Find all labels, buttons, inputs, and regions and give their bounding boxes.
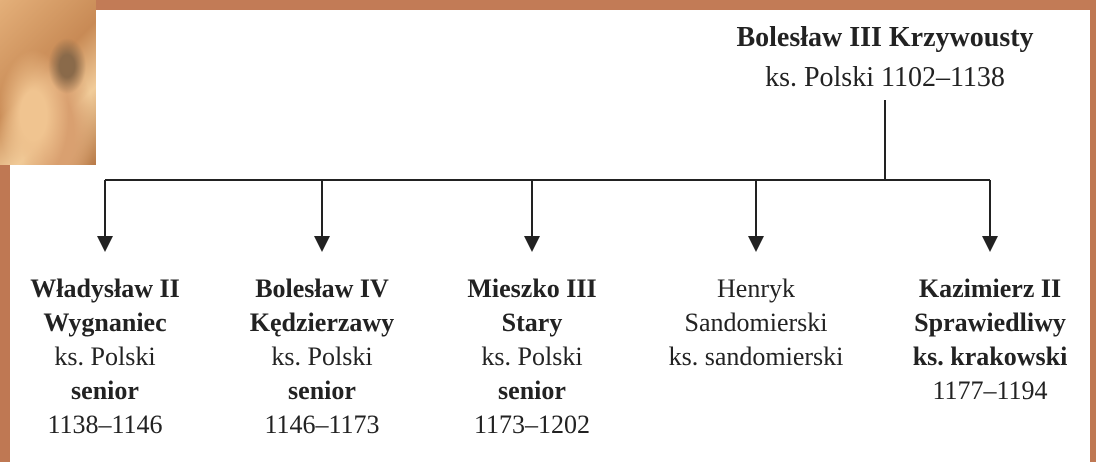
arrow-head-1	[97, 236, 113, 252]
arrow-head-4	[748, 236, 764, 252]
child-1-epithet: Wygnaniec	[43, 308, 167, 337]
frame-right-border	[1090, 0, 1096, 462]
child-3-title: ks. Polski	[481, 342, 583, 371]
frame-top-border	[0, 0, 1096, 10]
corner-photo-fragment	[0, 0, 96, 165]
child-5-years: 1177–1194	[932, 376, 1048, 405]
child-node-3: Mieszko III Stary ks. Polski senior 1173…	[432, 272, 632, 442]
root-title: ks. Polski 1102–1138	[765, 62, 1005, 93]
child-3-role: senior	[498, 376, 566, 405]
child-5-epithet: Sprawiedliwy	[914, 308, 1066, 337]
root-node: Bolesław III Krzywousty ks. Polski 1102–…	[680, 18, 1090, 98]
child-4-name: Henryk	[717, 274, 795, 303]
frame-left-border	[0, 0, 10, 462]
child-3-years: 1173–1202	[473, 410, 591, 439]
child-1-title: ks. Polski	[54, 342, 156, 371]
child-2-epithet: Kędzierzawy	[249, 308, 395, 337]
child-1-name: Władysław II	[30, 274, 180, 303]
child-node-5: Kazimierz II Sprawiedliwy ks. krakowski …	[890, 272, 1090, 408]
child-1-years: 1138–1146	[47, 410, 163, 439]
child-2-title: ks. Polski	[271, 342, 373, 371]
arrow-head-3	[524, 236, 540, 252]
child-5-name: Kazimierz II	[918, 274, 1062, 303]
arrow-head-5	[982, 236, 998, 252]
child-5-title: ks. krakowski	[912, 342, 1068, 371]
child-4-title: ks. sandomierski	[668, 342, 844, 371]
child-node-4: Henryk Sandomierski ks. sandomierski	[656, 272, 856, 374]
child-3-epithet: Stary	[501, 308, 563, 337]
child-3-name: Mieszko III	[467, 274, 597, 303]
arrow-head-2	[314, 236, 330, 252]
child-2-years: 1146–1173	[264, 410, 380, 439]
diagram-panel	[10, 10, 1090, 462]
child-node-2: Bolesław IV Kędzierzawy ks. Polski senio…	[222, 272, 422, 442]
child-2-name: Bolesław IV	[255, 274, 389, 303]
root-name: Bolesław III Krzywousty	[736, 22, 1034, 53]
child-2-role: senior	[288, 376, 356, 405]
child-1-role: senior	[71, 376, 139, 405]
child-node-1: Władysław II Wygnaniec ks. Polski senior…	[5, 272, 205, 442]
child-4-epithet: Sandomierski	[684, 308, 828, 337]
